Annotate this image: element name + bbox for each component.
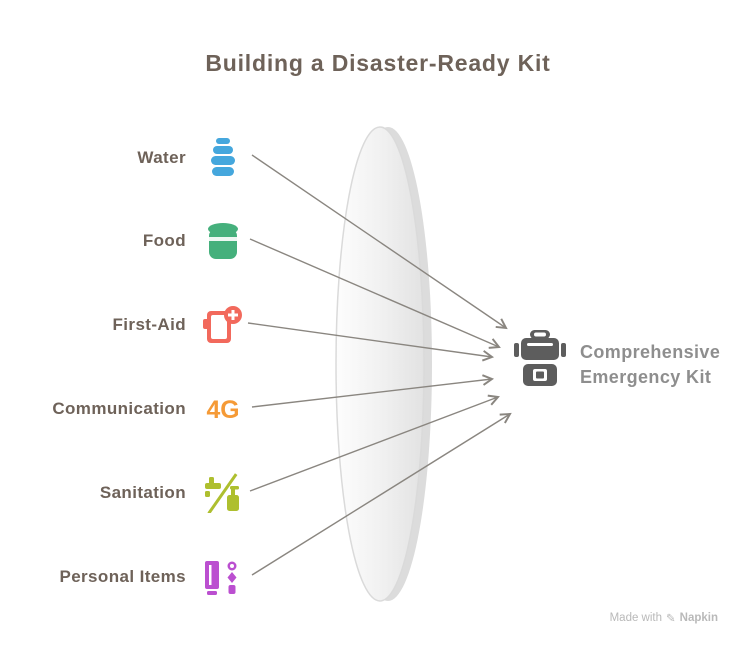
lens-shape xyxy=(335,126,432,602)
personal-items-icon xyxy=(200,555,246,599)
emergency-kit-label: Comprehensive Emergency Kit xyxy=(580,342,721,388)
item-label-communication: Communication xyxy=(52,399,186,418)
water-bottle-icon xyxy=(200,136,246,180)
arrow-sanitation-to-kit xyxy=(249,394,500,492)
napkin-pen-icon: ✎ xyxy=(666,613,676,625)
item-label-personal: Personal Items xyxy=(59,567,186,586)
item-row-food: Food xyxy=(0,213,246,269)
canned-food-icon xyxy=(200,219,246,263)
napkin-watermark: Made with ✎ Napkin xyxy=(610,611,718,625)
arrow-communication-to-kit xyxy=(251,374,495,408)
4g-signal-icon: 4G xyxy=(200,387,246,431)
first-aid-clipboard-icon xyxy=(200,303,246,347)
sanitation-hygiene-icon xyxy=(200,471,246,515)
backpack-icon xyxy=(514,330,566,386)
item-row-water: Water xyxy=(0,130,246,186)
watermark-prefix: Made with xyxy=(609,612,663,624)
arrow-firstaid-to-kit xyxy=(247,322,495,362)
item-label-food: Food xyxy=(142,231,186,250)
item-row-sanitation: Sanitation xyxy=(0,465,246,521)
item-label-firstaid: First-Aid xyxy=(112,315,186,334)
arrow-personal-to-kit xyxy=(251,412,512,576)
arrow-water-to-kit xyxy=(251,154,508,330)
arrow-group xyxy=(247,154,512,576)
item-label-sanitation: Sanitation xyxy=(99,483,186,502)
page-title: Building a Disaster-Ready Kit xyxy=(205,50,551,76)
svg-text:4G: 4G xyxy=(206,397,239,424)
item-row-communication: Communication 4G xyxy=(0,381,246,437)
watermark-brand: Napkin xyxy=(679,612,718,624)
item-label-water: Water xyxy=(137,148,186,167)
lens-face xyxy=(335,126,425,602)
item-row-personal: Personal Items xyxy=(0,549,246,605)
arrow-food-to-kit xyxy=(249,238,501,349)
item-row-firstaid: First-Aid xyxy=(0,297,246,353)
